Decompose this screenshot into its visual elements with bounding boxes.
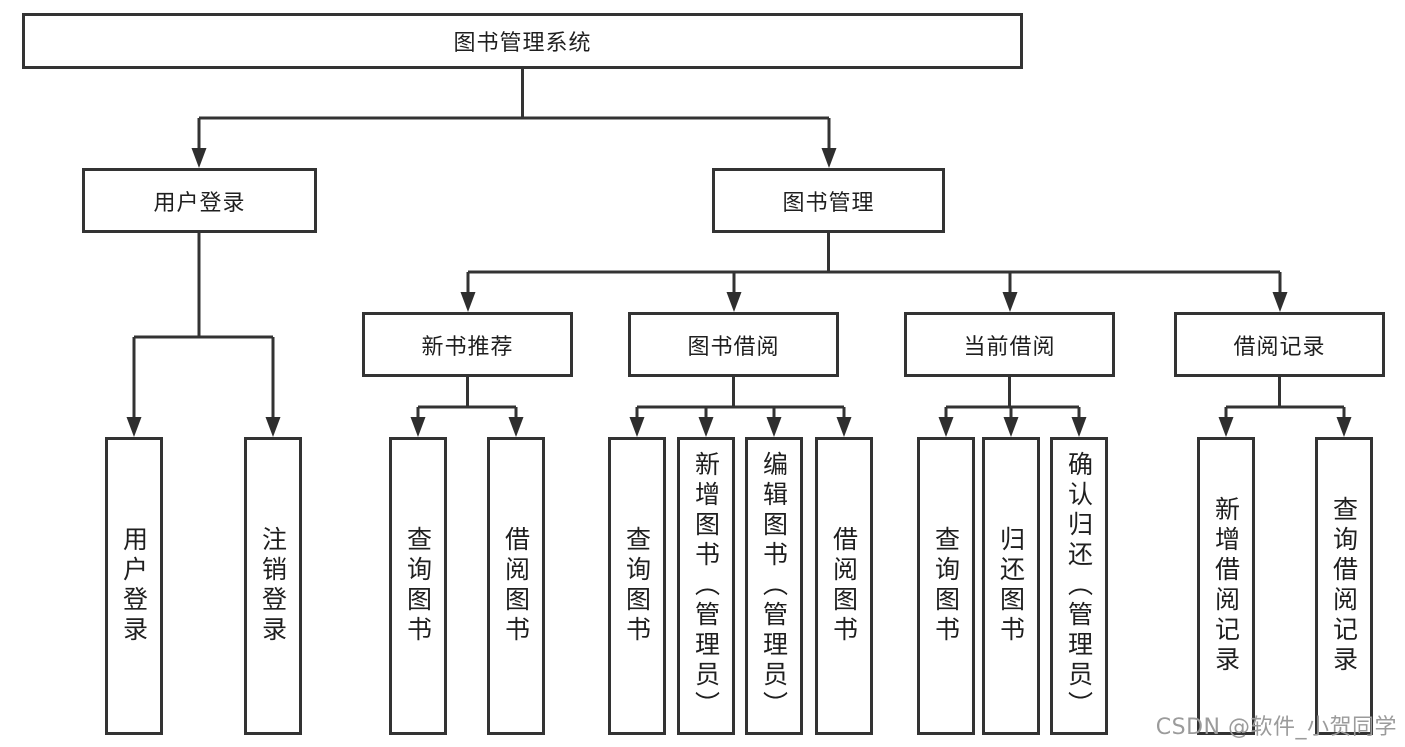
node-label: 借阅图书 [829, 526, 859, 646]
node-new-book-recommend: 新书推荐 [362, 312, 573, 377]
node-library-management-system: 图书管理系统 [22, 13, 1023, 69]
arrowhead-icon [766, 417, 782, 437]
arrowhead-icon [1336, 417, 1352, 437]
node-label: 借阅图书 [501, 526, 531, 646]
node-edit-books-admin: 编辑图书（管理员） [745, 437, 803, 735]
node-label: 用户登录 [153, 190, 246, 216]
watermark-text: CSDN @软件_小贺同学 [1155, 715, 1397, 740]
node-borrow-records: 借阅记录 [1174, 312, 1385, 377]
arrowhead-icon [1218, 417, 1234, 437]
arrowhead-icon [1002, 292, 1018, 312]
node-add-borrow-record: 新增借阅记录 [1197, 437, 1255, 735]
arrowhead-icon [629, 417, 645, 437]
node-borrow-books-leaf: 借阅图书 [815, 437, 873, 735]
arrowhead-icon [836, 417, 852, 437]
arrowhead-icon [821, 148, 837, 168]
node-query-books-recommend: 查询图书 [389, 437, 447, 735]
node-label: 查询图书 [403, 526, 433, 646]
edge-root-to-level2 [197, 68, 831, 150]
arrowhead-icon [1071, 417, 1087, 437]
node-label: 图书管理系统 [453, 31, 592, 56]
node-query-books-current: 查询图书 [917, 437, 975, 735]
node-label: 当前借阅 [963, 334, 1056, 360]
arrowhead-icon [1272, 292, 1288, 312]
arrowhead-icon [265, 417, 281, 437]
edge-book-borrow-to-leaves [635, 377, 846, 419]
node-borrow-books-recommend: 借阅图书 [487, 437, 545, 735]
arrowhead-icon [1003, 417, 1019, 437]
node-label: 用户登录 [119, 526, 149, 646]
arrowhead-icon [410, 417, 426, 437]
node-user-login-leaf: 用户登录 [105, 437, 163, 735]
arrowhead-icon [460, 292, 476, 312]
node-label: 新增借阅记录 [1211, 496, 1241, 676]
arrowhead-icon [938, 417, 954, 437]
arrowhead-icon [508, 417, 524, 437]
node-add-books-admin: 新增图书（管理员） [677, 437, 735, 735]
node-label: 图书借阅 [687, 334, 780, 360]
node-label: 新增图书（管理员） [691, 451, 721, 721]
node-query-books-borrow: 查询图书 [608, 437, 666, 735]
node-label: 新书推荐 [421, 334, 514, 360]
node-label: 编辑图书（管理员） [759, 451, 789, 721]
node-book-borrow: 图书借阅 [628, 312, 839, 377]
node-query-borrow-record: 查询借阅记录 [1315, 437, 1373, 735]
edge-new-books-to-leaves [416, 377, 518, 419]
node-book-management: 图书管理 [712, 168, 945, 233]
edge-current-borrow-to-leaves [944, 377, 1081, 419]
arrowheads [126, 148, 1352, 437]
node-logout: 注销登录 [244, 437, 302, 735]
arrowhead-icon [191, 148, 207, 168]
edge-user-login-to-leaves [132, 232, 275, 419]
arrowhead-icon [726, 292, 742, 312]
node-label: 注销登录 [258, 526, 288, 646]
node-label: 确认归还（管理员） [1064, 451, 1094, 721]
edge-borrow-records-to-leaves [1224, 377, 1346, 419]
node-label: 查询图书 [622, 526, 652, 646]
edge-book-management-to-level3 [466, 233, 1282, 294]
node-label: 查询图书 [931, 526, 961, 646]
node-label: 查询借阅记录 [1329, 496, 1359, 676]
node-confirm-return-admin: 确认归还（管理员） [1050, 437, 1108, 735]
node-current-borrow: 当前借阅 [904, 312, 1115, 377]
node-user-login: 用户登录 [82, 168, 317, 233]
node-label: 归还图书 [996, 526, 1026, 646]
arrowhead-icon [698, 417, 714, 437]
node-return-books: 归还图书 [982, 437, 1040, 735]
node-label: 借阅记录 [1233, 334, 1326, 360]
node-label: 图书管理 [782, 190, 875, 216]
arrowhead-icon [126, 417, 142, 437]
